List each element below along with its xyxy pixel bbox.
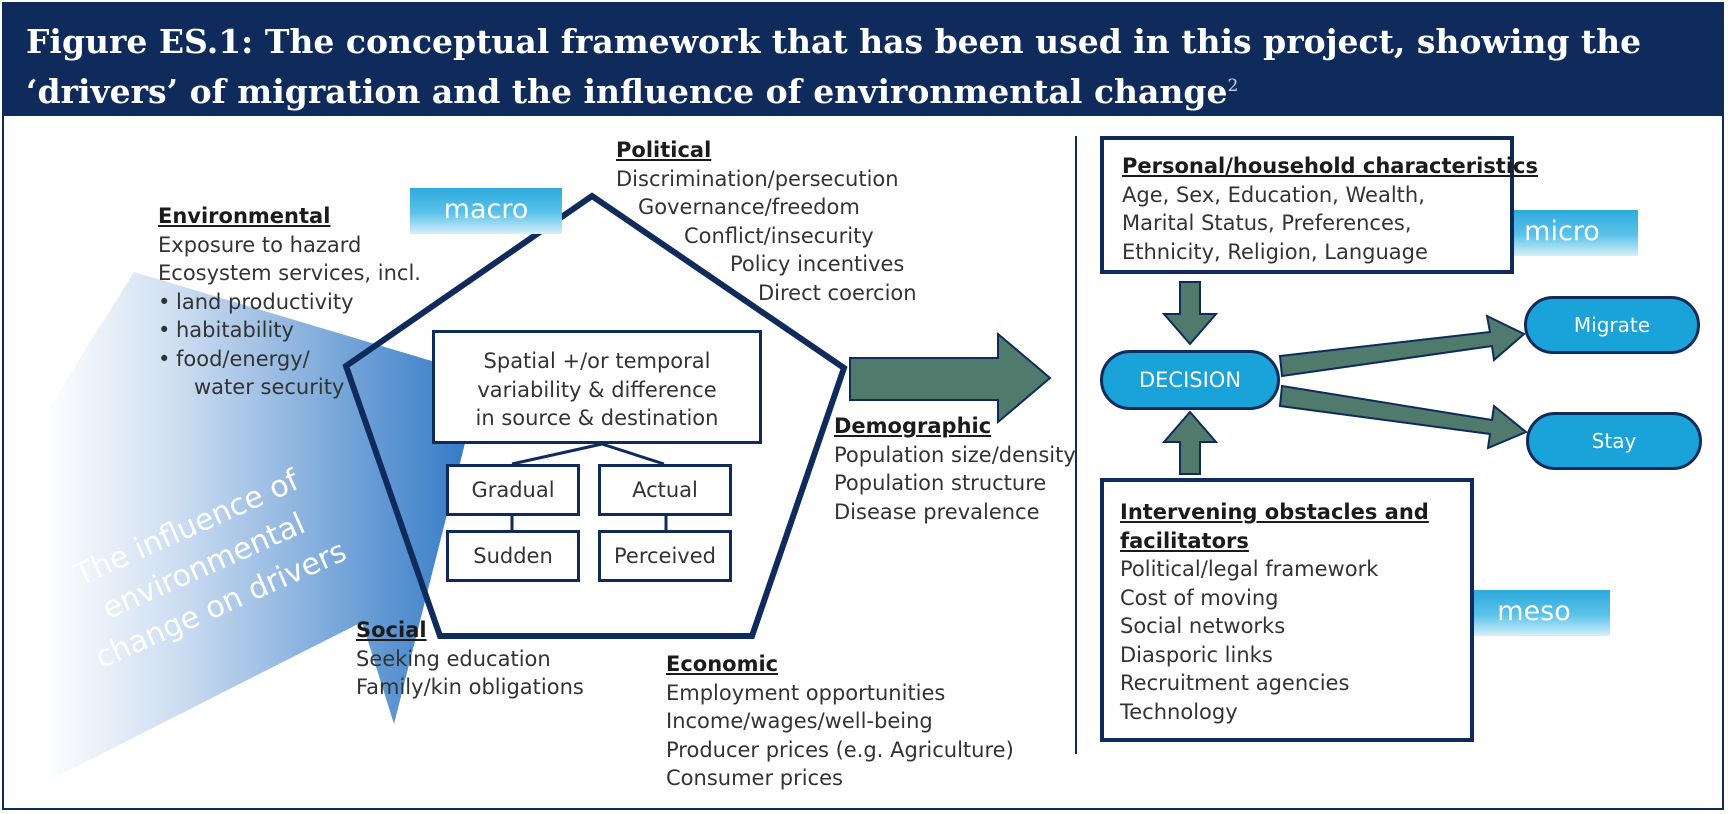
personal-title: Personal/household characteristics <box>1122 154 1538 178</box>
arrow-personal-to-decision <box>1161 281 1219 346</box>
meso-tag: meso <box>1458 590 1610 636</box>
intervening-obstacles-panel: Intervening obstacles and facilitators P… <box>1100 478 1474 742</box>
political-line: Conflict/insecurity <box>684 223 874 248</box>
social-line: Seeking education <box>356 646 551 671</box>
demographic-title: Demographic <box>834 414 992 438</box>
political-drivers: Political Discrimination/persecution Gov… <box>616 136 917 307</box>
macro-tag: macro <box>410 188 562 234</box>
obstacles-line: Cost of moving <box>1120 585 1279 610</box>
stay-outcome: Stay <box>1526 412 1702 470</box>
arrow-obstacles-to-decision <box>1161 410 1219 475</box>
personal-line: Marital Status, Preferences, <box>1122 211 1412 235</box>
personal-line: Ethnicity, Religion, Language <box>1122 239 1428 264</box>
environmental-drivers: Environmental Exposure to hazard Ecosyst… <box>158 202 421 402</box>
economic-line: Producer prices (e.g. Agriculture) <box>666 737 1014 762</box>
environmental-bullet: food/energy/ <box>158 345 421 374</box>
actual-box: Actual <box>598 464 732 516</box>
gradual-box: Gradual <box>446 464 580 516</box>
demographic-line: Disease prevalence <box>834 499 1040 524</box>
economic-line: Employment opportunities <box>666 680 946 705</box>
personal-line: Age, Sex, Education, Wealth, <box>1122 182 1425 207</box>
social-title: Social <box>356 618 427 642</box>
personal-text: Personal/household characteristics Age, … <box>1122 152 1538 266</box>
diagram-graphics <box>42 136 1528 784</box>
variability-box: Spatial +/or temporal variability & diff… <box>432 330 762 444</box>
figure-title-line-1: Figure ES.1: The conceptual framework th… <box>26 22 1642 61</box>
obstacles-line: Recruitment agencies <box>1120 671 1350 695</box>
environmental-title: Environmental <box>158 204 331 228</box>
obstacles-text: Intervening obstacles and facilitators P… <box>1120 498 1429 726</box>
environmental-bullet: habitability <box>158 316 421 345</box>
influence-arrow <box>42 272 482 784</box>
arrow-to-migrate <box>1278 314 1526 378</box>
political-line: Direct coercion <box>758 280 917 305</box>
demographic-line: Population structure <box>834 471 1047 495</box>
perceived-box: Perceived <box>598 530 732 582</box>
migrate-outcome: Migrate <box>1524 296 1700 354</box>
figure-title-line-2: ‘drivers’ of migration and the influence… <box>26 72 1239 111</box>
obstacles-line: Technology <box>1120 699 1238 724</box>
economic-line: Income/wages/well-being <box>666 709 933 733</box>
obstacles-line: Political/legal framework <box>1120 557 1379 581</box>
personal-characteristics-panel: Personal/household characteristics Age, … <box>1100 136 1538 274</box>
economic-title: Economic <box>666 652 779 676</box>
demographic-line: Population size/density <box>834 442 1076 467</box>
footnote-marker: 2 <box>1227 76 1239 96</box>
political-line: Governance/freedom <box>638 195 860 219</box>
economic-drivers: Economic Employment opportunities Income… <box>666 650 1014 793</box>
connector-to-actual <box>601 442 665 466</box>
main-flow-arrow <box>849 331 1052 425</box>
economic-line: Consumer prices <box>666 766 843 790</box>
environmental-bullet: land productivity <box>158 288 421 317</box>
arrow-to-stay <box>1278 384 1528 450</box>
demographic-drivers: Demographic Population size/density Popu… <box>834 412 1076 526</box>
political-title: Political <box>616 138 712 162</box>
environmental-bullet-continuation: water security <box>194 375 345 399</box>
figure-header: Figure ES.1: The conceptual framework th… <box>4 4 1722 116</box>
connector-to-gradual <box>511 442 603 466</box>
social-line: Family/kin obligations <box>356 675 584 699</box>
sudden-box: Sudden <box>446 530 580 582</box>
political-line: Policy incentives <box>730 252 905 276</box>
environmental-line: Exposure to hazard <box>158 232 362 257</box>
social-drivers: Social Seeking education Family/kin obli… <box>356 616 584 702</box>
variability-line: in source & destination <box>475 406 719 430</box>
obstacles-line: Diasporic links <box>1120 642 1273 667</box>
obstacles-line: Social networks <box>1120 614 1286 638</box>
decision-node: DECISION <box>1100 350 1280 410</box>
variability-line: Spatial +/or temporal <box>483 349 711 373</box>
political-line: Discrimination/persecution <box>616 166 899 191</box>
environmental-line: Ecosystem services, incl. <box>158 261 421 285</box>
variability-line: variability & difference <box>477 377 717 402</box>
obstacles-title-line: Intervening obstacles and <box>1120 500 1429 524</box>
obstacles-title-line: facilitators <box>1120 528 1249 553</box>
